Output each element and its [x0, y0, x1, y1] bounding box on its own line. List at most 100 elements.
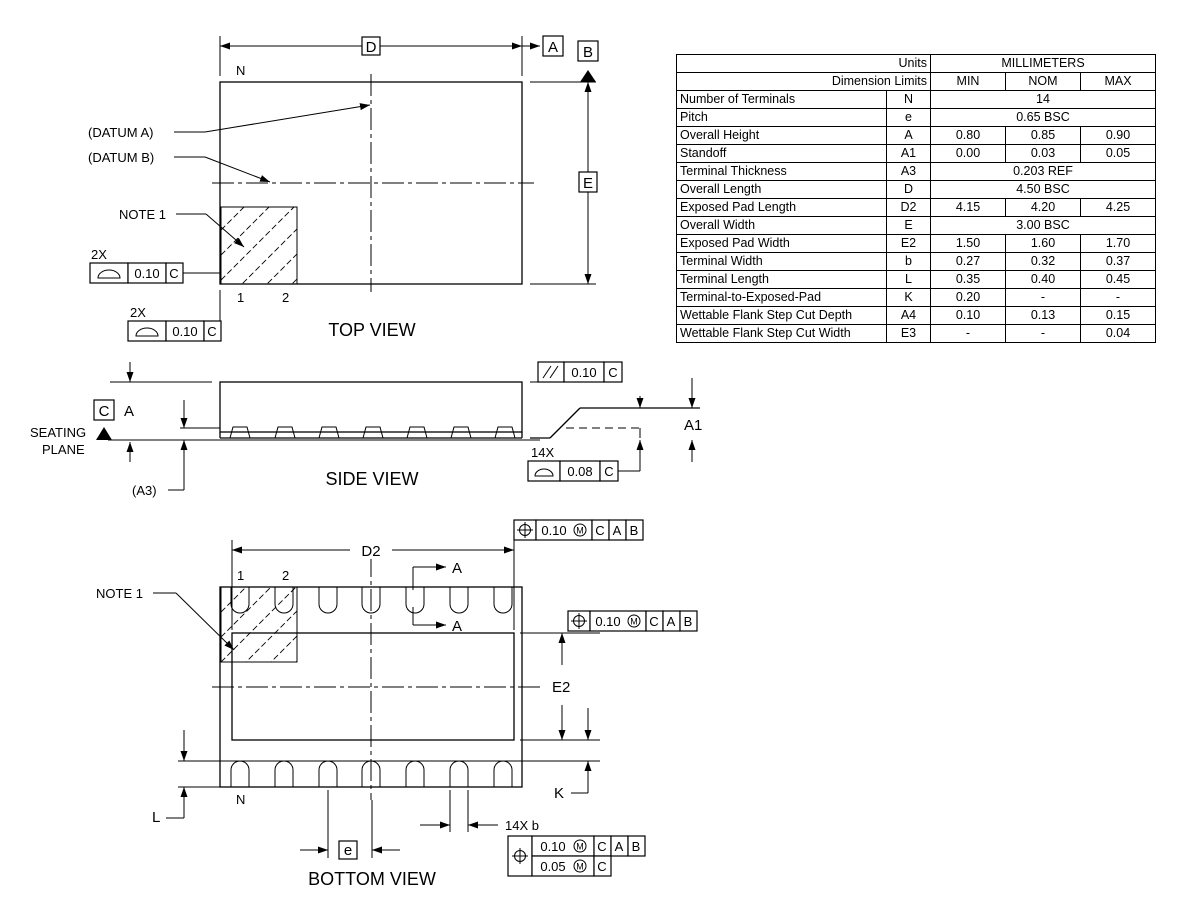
note1-bottom: NOTE 1 [96, 586, 143, 601]
dim-l-label: L [152, 809, 160, 826]
row-nom: - [1005, 288, 1081, 307]
fcf1-value: 0.10 [134, 266, 159, 281]
side-terminals [229, 426, 516, 439]
svg-text:M: M [576, 842, 584, 852]
fcf-position-e2: 0.10 M C A B [567, 610, 698, 632]
units-label: Units [676, 54, 931, 73]
row-nom: 0.32 [1005, 252, 1081, 271]
datum-b-box: B [583, 44, 593, 61]
row-nom: - [1005, 324, 1081, 343]
row-max: 0.15 [1080, 306, 1156, 325]
row-name: Overall Length [676, 180, 887, 199]
datum-a-box: A [548, 39, 558, 56]
parallel-datum: C [608, 365, 617, 380]
profile-surface-icon-2 [135, 327, 159, 337]
svg-text:0.10: 0.10 [540, 839, 565, 854]
row-symbol: A3 [886, 162, 931, 181]
row-symbol: E3 [886, 324, 931, 343]
col-min: MIN [930, 72, 1006, 91]
fcf-position-b: 0.10 M C A B 0.05 M C [507, 835, 646, 877]
row-value: 3.00 BSC [930, 216, 1156, 235]
dim-e-pitch-label: e [344, 842, 352, 859]
parallel-value: 0.10 [571, 365, 596, 380]
flat-value: 0.08 [567, 464, 592, 479]
svg-text:M: M [576, 526, 584, 536]
row-name: Number of Terminals [676, 90, 887, 109]
row-max: 0.90 [1080, 126, 1156, 145]
fcf2-count: 2X [130, 305, 146, 320]
svg-text:C: C [597, 839, 606, 854]
row-min: 0.10 [930, 306, 1006, 325]
flat-datum: C [604, 464, 613, 479]
dimension-table: Units MILLIMETERS Dimension Limits MIN N… [676, 54, 1156, 343]
dim-e2-label: E2 [552, 679, 570, 696]
svg-text:B: B [684, 614, 693, 629]
col-nom: NOM [1005, 72, 1081, 91]
row-value: 4.50 BSC [930, 180, 1156, 199]
row-name: Terminal Thickness [676, 162, 887, 181]
top-view: D A B E N (DATUM A) (DATUM B) NOTE 1 1 2… [88, 35, 599, 342]
datum-a-label: (DATUM A) [88, 125, 153, 140]
svg-text:C: C [649, 614, 658, 629]
dim-a3-label: (A3) [132, 483, 157, 498]
pin1-index-area [220, 206, 298, 285]
row-symbol: L [886, 270, 931, 289]
row-symbol: e [886, 108, 931, 127]
table-header-units: Units MILLIMETERS [676, 54, 1156, 73]
row-nom: 0.85 [1005, 126, 1081, 145]
table-header-limits: Dimension Limits MIN NOM MAX [676, 72, 1156, 91]
row-min: 0.80 [930, 126, 1006, 145]
svg-text:0.05: 0.05 [540, 859, 565, 874]
row-min: 0.35 [930, 270, 1006, 289]
row-max: 0.05 [1080, 144, 1156, 163]
svg-text:A: A [667, 614, 676, 629]
top-view-title: TOP VIEW [328, 320, 415, 340]
fcf2-value: 0.10 [172, 324, 197, 339]
row-min: 0.27 [930, 252, 1006, 271]
row-name: Terminal Width [676, 252, 887, 271]
row-value: 0.65 BSC [930, 108, 1156, 127]
dim-e-label: E [583, 175, 593, 192]
row-min: 4.15 [930, 198, 1006, 217]
svg-text:M: M [630, 617, 638, 627]
row-symbol: E2 [886, 234, 931, 253]
row-min: 0.20 [930, 288, 1006, 307]
units-value: MILLIMETERS [930, 54, 1156, 73]
row-symbol: D [886, 180, 931, 199]
dim-a1-label: A1 [684, 417, 702, 434]
row-name: Wettable Flank Step Cut Depth [676, 306, 887, 325]
dim-b-label: 14X b [505, 818, 539, 833]
side-body [219, 381, 523, 433]
profile-surface-icon-3 [534, 468, 554, 477]
row-symbol: D2 [886, 198, 931, 217]
seating-plane-label-1: SEATING [30, 425, 86, 440]
row-nom: 4.20 [1005, 198, 1081, 217]
row-min: 0.00 [930, 144, 1006, 163]
svg-text:B: B [632, 839, 641, 854]
section-a-top: A [452, 560, 462, 577]
row-name: Exposed Pad Width [676, 234, 887, 253]
row-name: Terminal-to-Exposed-Pad [676, 288, 887, 307]
svg-text:C: C [597, 859, 606, 874]
svg-text:B: B [630, 523, 639, 538]
row-name: Standoff [676, 144, 887, 163]
side-view-title: SIDE VIEW [325, 469, 418, 489]
fcf-position-d2: 0.10 M C A B [513, 519, 644, 541]
fcf1-count: 2X [91, 247, 107, 262]
pin2-label-top: 2 [282, 290, 289, 305]
bottom-view: D2 0.10 M C A B A A NOTE 1 1 2 N [96, 519, 698, 889]
row-name: Overall Height [676, 126, 887, 145]
svg-text:A: A [613, 523, 622, 538]
